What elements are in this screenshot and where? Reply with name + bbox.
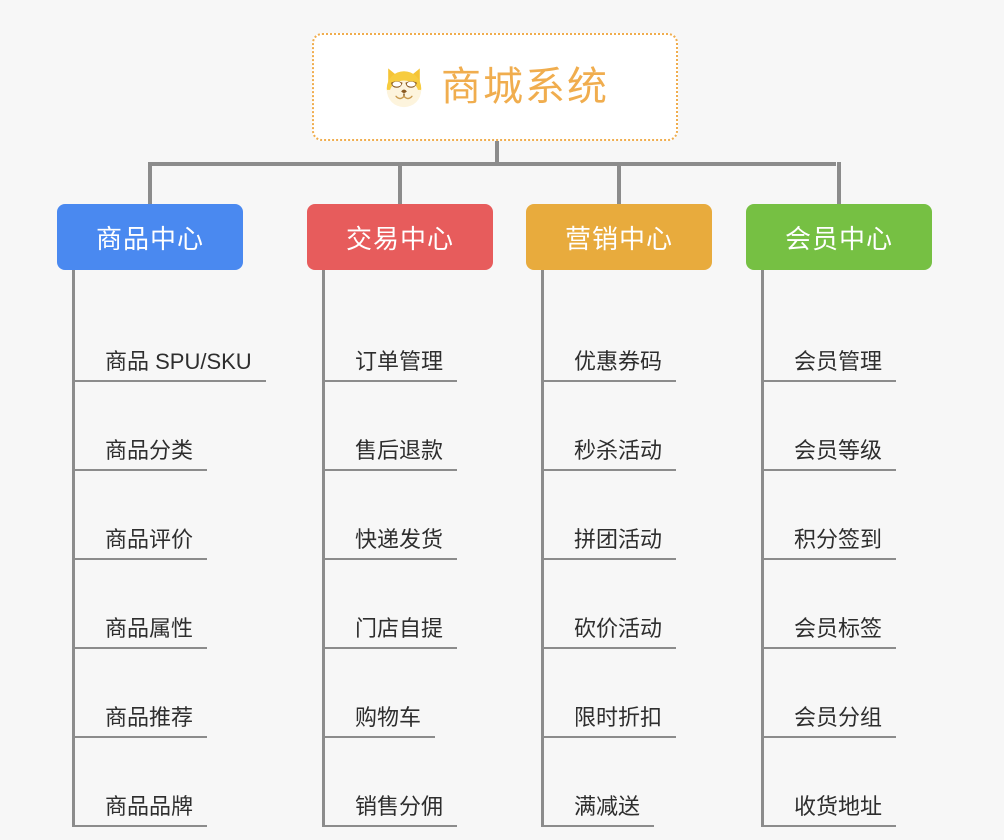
connector-drop-trade-center [398,162,402,204]
leaf-item[interactable]: 会员等级 [764,438,897,472]
leaf-item[interactable]: 销售分佣 [325,794,458,828]
branch-spine-member-center [761,270,764,827]
leaf-item[interactable]: 快递发货 [325,527,458,561]
leaf-item[interactable]: 秒杀活动 [544,438,677,472]
category-box-product-center[interactable]: 商品中心 [57,204,243,270]
category-label: 会员中心 [784,223,893,254]
leaf-item[interactable]: 商品推荐 [75,705,208,739]
category-box-marketing-center[interactable]: 营销中心 [526,204,712,270]
branch-spine-product-center [72,270,75,827]
root-title: 商城系统 [441,65,609,109]
category-label: 商品中心 [95,223,204,254]
category-box-member-center[interactable]: 会员中心 [746,204,932,270]
category-label: 营销中心 [564,223,673,254]
leaf-item[interactable]: 限时折扣 [544,705,677,739]
connector-drop-product-center [148,162,152,204]
leaf-item[interactable]: 会员标签 [764,616,897,650]
connector-root-vertical [495,141,499,163]
leaf-item[interactable]: 商品 SPU/SKU [75,349,266,383]
leaf-item[interactable]: 收货地址 [764,794,897,828]
leaf-item[interactable]: 会员分组 [764,705,897,739]
leaf-item[interactable]: 商品品牌 [75,794,208,828]
category-box-trade-center[interactable]: 交易中心 [307,204,493,270]
leaf-item[interactable]: 拼团活动 [544,527,677,561]
shiba-inu-icon [381,64,427,110]
leaf-item[interactable]: 砍价活动 [544,616,677,650]
leaf-item[interactable]: 积分签到 [764,527,897,561]
leaf-item[interactable]: 售后退款 [325,438,458,472]
branch-spine-trade-center [322,270,325,827]
leaf-item[interactable]: 满减送 [544,794,655,828]
leaf-item[interactable]: 商品分类 [75,438,208,472]
connector-drop-member-center [837,162,841,204]
connector-drop-marketing-center [617,162,621,204]
category-label: 交易中心 [345,223,454,254]
connector-horizontal-bus [148,162,836,166]
branch-spine-marketing-center [541,270,544,827]
leaf-item[interactable]: 门店自提 [325,616,458,650]
leaf-item[interactable]: 会员管理 [764,349,897,383]
root-node[interactable]: 商城系统 [312,33,678,141]
leaf-item[interactable]: 购物车 [325,705,436,739]
leaf-item[interactable]: 商品属性 [75,616,208,650]
leaf-item[interactable]: 商品评价 [75,527,208,561]
leaf-item[interactable]: 优惠券码 [544,349,677,383]
leaf-item[interactable]: 订单管理 [325,349,458,383]
